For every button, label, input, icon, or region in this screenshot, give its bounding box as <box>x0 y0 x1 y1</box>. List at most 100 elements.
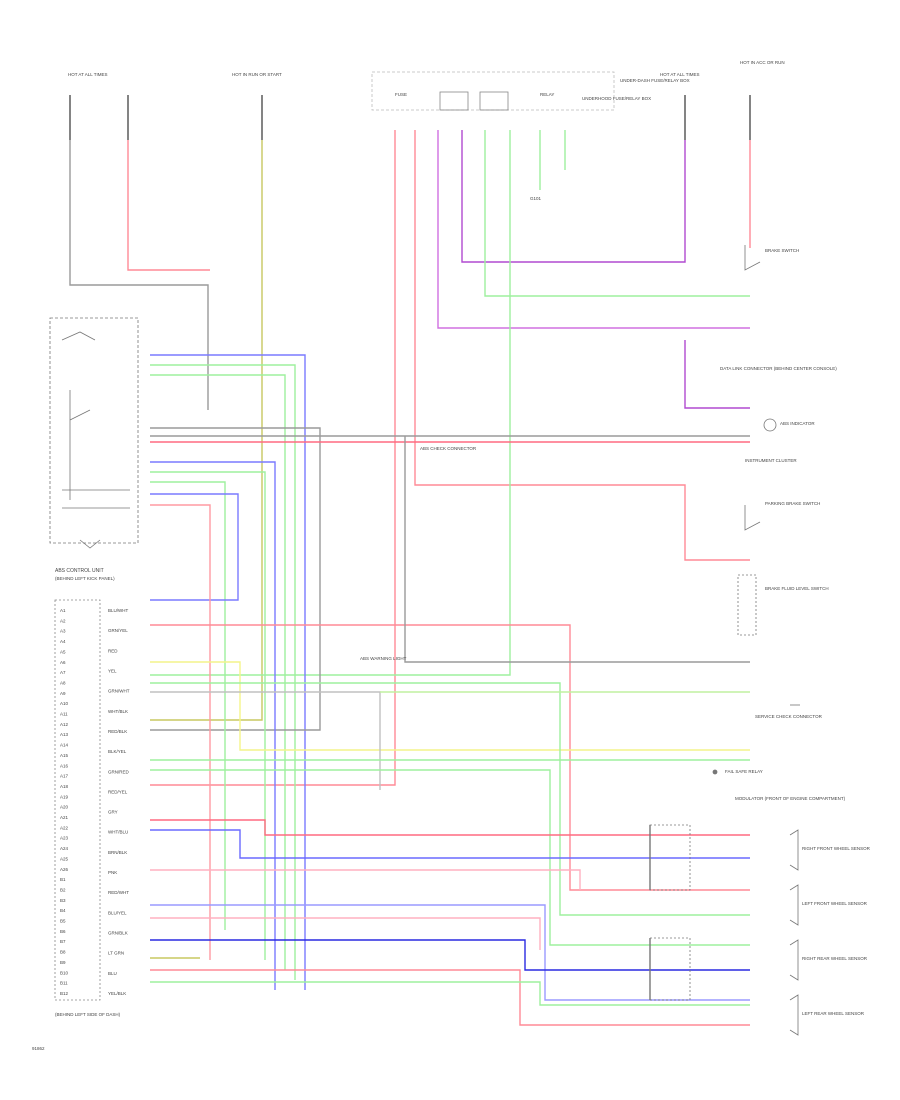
pin-label: B11 <box>60 981 68 986</box>
label-instrument-cluster: INSTRUMENT CLUSTER <box>745 458 797 463</box>
wire-purple-v3 <box>437 130 750 329</box>
wire-red-abs-5 <box>150 819 750 836</box>
pin-label: A5 <box>60 649 66 654</box>
pin-label: B6 <box>60 929 66 934</box>
pin-label: A12 <box>60 722 69 727</box>
pin-label: A8 <box>60 681 66 686</box>
pin-label: B12 <box>60 991 69 996</box>
pin-label: A13 <box>60 732 69 737</box>
wire-red-v1 <box>150 130 396 786</box>
abs-control-unit-outline <box>54 599 101 1001</box>
header-fuse-label: FUSE <box>395 92 407 97</box>
wire-pink-abs-9 <box>150 917 541 950</box>
wire-green-h8 <box>150 471 266 960</box>
wire-red-abs-1 <box>150 624 750 891</box>
fuse-stubs <box>69 95 751 140</box>
wire-color-label: BLU/YEL <box>108 910 127 915</box>
wire-purple-top-right <box>461 130 686 263</box>
wire-color-label: WHT/BLK <box>108 709 128 714</box>
wire-gray-h4 <box>150 427 321 731</box>
label-rr-sensor: RIGHT REAR WHEEL SENSOR <box>802 956 868 961</box>
wire-color-label: BRN/BLK <box>108 850 127 855</box>
wire-red-abs-7 <box>150 869 581 890</box>
wire-color-label: GRN/RED <box>108 769 130 774</box>
wire-purple-right <box>684 340 750 409</box>
wire-green-abs-12 <box>150 981 750 1006</box>
wire-green-v5 <box>150 130 511 676</box>
wire-color-label: BLK/YEL <box>108 749 127 754</box>
pin-label: B2 <box>60 888 66 893</box>
wire-color-label: BLU <box>108 971 117 976</box>
wire-pink-h11 <box>150 504 211 960</box>
header-hot-all-times-2: HOT AT ALL TIMES <box>660 72 700 77</box>
wire-green-h2 <box>150 364 296 980</box>
label-service-check: SERVICE CHECK CONNECTOR <box>755 714 823 719</box>
pin-label: A21 <box>60 815 69 820</box>
pin-label: A14 <box>60 743 69 748</box>
right-components <box>649 245 800 1036</box>
wire-color-label: BLU/WHT <box>108 608 129 613</box>
wire-color-label: RED/YEL <box>108 789 128 794</box>
pin-label: A4 <box>60 639 66 644</box>
wire-labels: BLU/WHTGRN/YELREDYELGRN/WHTWHT/BLKRED/BL… <box>108 608 130 996</box>
header-under-dash-fuse: UNDER-DASH FUSE/RELAY BOX <box>620 78 690 83</box>
ground-g101: G101 <box>530 196 542 201</box>
header-hot-run-start: HOT IN RUN OR START <box>232 72 282 77</box>
pin-label: B1 <box>60 877 66 882</box>
wire-color-label: WHT/BLU <box>108 830 128 835</box>
wire-color-label: GRN/YEL <box>108 628 128 633</box>
pin-label: A1 <box>60 608 66 613</box>
wire-red-top <box>127 140 210 271</box>
header-hot-acc: HOT IN ACC OR RUN <box>740 60 785 65</box>
wire-green-h9 <box>150 481 226 930</box>
wire-blue-h10 <box>150 493 239 601</box>
header-relay-label: RELAY <box>540 92 554 97</box>
label-diag-connector: DATA LINK CONNECTOR (BEHIND CENTER CONSO… <box>720 366 837 371</box>
pin-label: A25 <box>60 856 69 861</box>
header-hot-all-times-1: HOT AT ALL TIMES <box>68 72 108 77</box>
pin-label: A10 <box>60 701 69 706</box>
label-brake-switch: BRAKE SWITCH <box>765 248 799 253</box>
pin-label: A24 <box>60 846 69 851</box>
page-number: 91862 <box>32 1046 45 1051</box>
wire-color-label: GRN/WHT <box>108 689 130 694</box>
pin-label: A6 <box>60 660 66 665</box>
wire-blue-h7 <box>150 461 276 990</box>
pin-label: B4 <box>60 908 66 913</box>
pin-label: A17 <box>60 774 69 779</box>
pin-label: A20 <box>60 805 69 810</box>
wire-green-abs-2 <box>150 682 750 916</box>
pin-label: B8 <box>60 950 66 955</box>
label-modulator: MODULATOR (FRONT OF ENGINE COMPARTMENT) <box>735 796 846 801</box>
wire-red-abs-11 <box>150 969 750 1026</box>
pin-label: A19 <box>60 794 69 799</box>
wire-color-label: GRN/BLK <box>108 931 128 936</box>
header-labels: HOT AT ALL TIMES HOT IN RUN OR START HOT… <box>68 60 785 201</box>
wire-color-label: RED <box>108 648 118 653</box>
pin-label: B3 <box>60 898 66 903</box>
wire-blue-h1 <box>150 354 306 990</box>
wires <box>69 130 751 1026</box>
pin-label: A9 <box>60 691 66 696</box>
label-brake-fluid: BRAKE FLUID LEVEL SWITCH <box>765 586 829 591</box>
wire-blue-abs-10 <box>150 939 750 971</box>
label-rf-sensor: RIGHT FRONT WHEEL SENSOR <box>802 846 871 851</box>
abs-unit-subtitle: (BEHIND LEFT KICK PANEL) <box>55 576 115 581</box>
pin-label: B10 <box>60 970 69 975</box>
abs-unit-title: ABS CONTROL UNIT <box>55 568 104 574</box>
pin-label: A11 <box>60 712 68 717</box>
label-fail-safe: FAIL SAFE RELAY <box>725 769 763 774</box>
wire-color-label: GRY <box>108 810 118 815</box>
pin-label: A22 <box>60 825 69 830</box>
wire-color-label: YEL/BLK <box>108 991 126 996</box>
pin-label: B5 <box>60 919 66 924</box>
left-switch-panel <box>49 317 139 549</box>
label-lr-sensor: LEFT REAR WHEEL SENSOR <box>802 1011 865 1016</box>
wire-blue-abs-6 <box>150 829 750 859</box>
label-lf-sensor: LEFT FRONT WHEEL SENSOR <box>802 901 868 906</box>
label-parking-brake: PARKING BRAKE SWITCH <box>765 501 820 506</box>
pin-label: B7 <box>60 939 66 944</box>
abs-unit-bottom-label: (BEHIND LEFT SIDE OF DASH) <box>55 1012 121 1017</box>
relay-box <box>439 91 469 111</box>
